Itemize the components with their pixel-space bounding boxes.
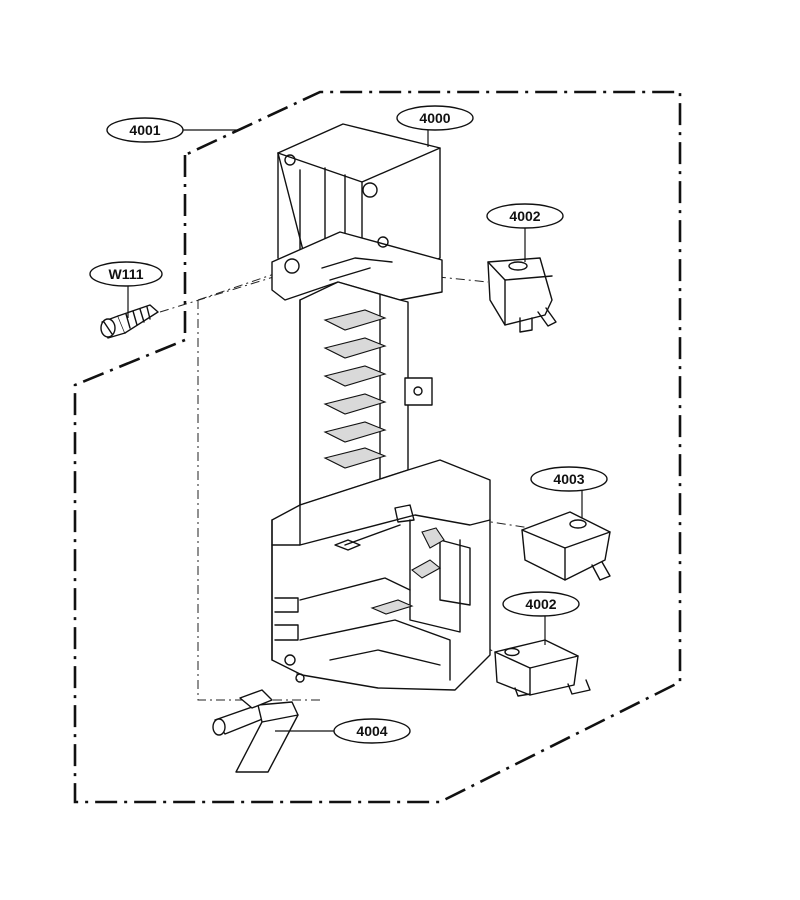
callout-4002-upper: 4002 [486,203,564,229]
lever-part [212,689,299,773]
svg-text:4001: 4001 [129,122,160,138]
callout-4003: 4003 [530,466,608,492]
callout-4001: 4001 [106,117,184,143]
callout-4002-lower: 4002 [502,591,580,617]
callout-4004: 4004 [333,718,411,744]
svg-text:4000: 4000 [419,110,450,126]
micro-switch-middle-part [521,511,611,581]
screw-part [100,304,159,339]
latch-board-part [271,123,491,691]
micro-switch-lower-part [494,639,591,697]
svg-text:W111: W111 [108,266,143,282]
svg-text:4002: 4002 [525,596,556,612]
svg-text:4002: 4002 [509,208,540,224]
micro-switch-upper-part [487,257,557,333]
callout-w111: W111 [89,261,163,287]
callout-4000: 4000 [396,105,474,131]
svg-text:4004: 4004 [356,723,387,739]
assembly-boundary [73,90,682,804]
leader-lines [127,129,583,732]
svg-text:4003: 4003 [553,471,584,487]
